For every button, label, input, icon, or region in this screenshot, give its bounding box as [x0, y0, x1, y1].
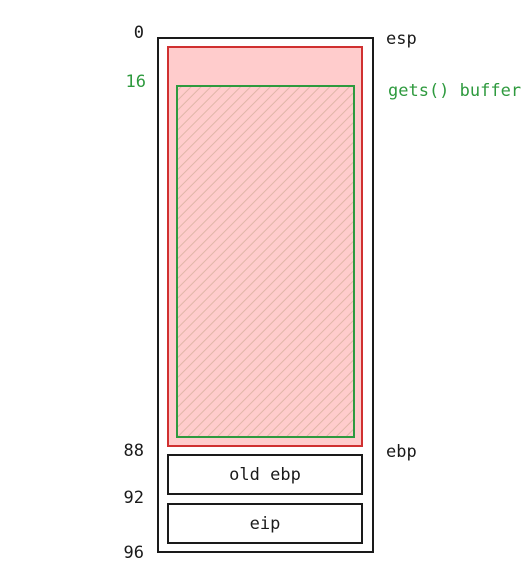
ebp-register-label: ebp: [386, 442, 417, 462]
eip-label: eip: [250, 514, 281, 534]
offset-92-label: 92: [124, 488, 144, 508]
offset-0-label: 0: [134, 23, 144, 43]
gets-buffer-region: [176, 85, 355, 438]
offset-16-label: 16: [126, 72, 146, 92]
old-ebp-label: old ebp: [229, 465, 301, 485]
stack-frame-outline: [157, 37, 374, 553]
offset-88-label: 88: [124, 441, 144, 461]
gets-buffer-label: gets() buffer: [388, 81, 521, 101]
esp-register-label: esp: [386, 29, 417, 49]
eip-slot: [167, 503, 363, 544]
old-ebp-slot: [167, 454, 363, 495]
offset-96-label: 96: [124, 543, 144, 563]
